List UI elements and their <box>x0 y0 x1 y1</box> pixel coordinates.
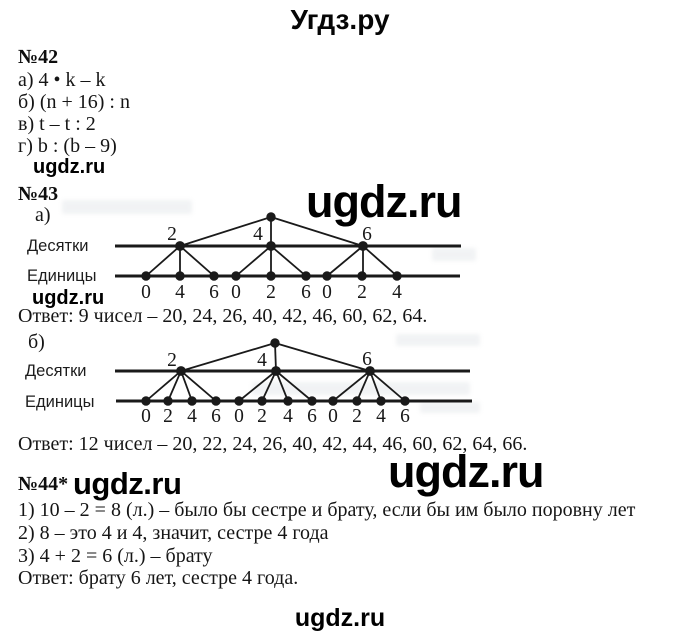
unit-digit-b-8: 0 <box>328 406 338 427</box>
unit-digit-b-11: 6 <box>400 406 410 427</box>
unit-digit-b-3: 6 <box>211 406 221 427</box>
task42-item-a: а) 4 • k – k <box>18 69 106 91</box>
tens-axis-label-a: Десятки <box>27 237 89 255</box>
unit-digit-a-1: 4 <box>175 282 185 303</box>
tens-digit-a-1: 4 <box>253 224 263 245</box>
unit-digit-a-2: 6 <box>209 282 219 303</box>
answer-a: Ответ: 9 чисел – 20, 24, 26, 40, 42, 46,… <box>18 305 428 327</box>
unit-digit-a-6: 0 <box>322 282 332 303</box>
tens-digit-b-2: 6 <box>362 349 372 370</box>
tens-digit-b-1: 4 <box>257 350 267 371</box>
unit-digit-b-2: 4 <box>187 406 197 427</box>
task44-line-0: 1) 10 – 2 = 8 (л.) – было бы сестре и бр… <box>18 499 636 521</box>
watermark-small-1: ugdz.ru <box>33 156 106 178</box>
page-footer-watermark: ugdz.ru <box>294 604 386 632</box>
unit-digit-b-6: 4 <box>283 406 293 427</box>
tens-axis-label-b: Десятки <box>25 362 87 380</box>
unit-digit-a-7: 2 <box>357 282 367 303</box>
task42-item-v: в) t – t : 2 <box>18 113 96 135</box>
task44-number: №44* <box>18 473 69 495</box>
tens-digit-a-0: 2 <box>167 224 177 245</box>
unit-digit-b-1: 2 <box>163 406 173 427</box>
bleed-smudge <box>432 248 476 261</box>
unit-digit-b-9: 2 <box>352 406 362 427</box>
answer-b: Ответ: 12 чисел – 20, 22, 24, 26, 40, 42… <box>18 433 528 455</box>
bleed-smudge <box>420 402 480 413</box>
unit-digit-a-0: 0 <box>141 282 151 303</box>
units-axis-label-b: Единицы <box>25 393 95 411</box>
task43-number: №43 <box>18 183 59 205</box>
task44-line-1: 2) 8 – это 4 и 4, значит, сестре 4 года <box>18 522 329 544</box>
tree-diagram-a <box>115 212 461 281</box>
unit-digit-a-5: 6 <box>301 282 311 303</box>
bleed-smudge <box>252 382 470 395</box>
unit-digit-b-0: 0 <box>141 406 151 427</box>
task42-item-g: г) b : (b – 9) <box>18 135 117 157</box>
units-axis-label-a: Единицы <box>27 267 97 285</box>
part-a-label: а) <box>35 204 51 226</box>
unit-digit-a-8: 4 <box>392 282 402 303</box>
task42-item-b: б) (n + 16) : n <box>18 91 130 113</box>
unit-digit-b-7: 6 <box>307 406 317 427</box>
part-b-label: б) <box>28 331 45 353</box>
bleed-smudge <box>396 334 480 346</box>
watermark-big-1: ugdz.ru <box>306 176 462 227</box>
tens-digit-a-2: 6 <box>362 224 372 245</box>
watermark-mid-44: ugdz.ru <box>73 466 182 501</box>
unit-digit-b-10: 4 <box>376 406 386 427</box>
watermark-small-2: ugdz.ru <box>32 287 105 309</box>
unit-digit-a-4: 2 <box>266 282 276 303</box>
unit-digit-b-4: 0 <box>234 406 244 427</box>
task44-answer: Ответ: брату 6 лет, сестре 4 года. <box>18 567 299 589</box>
bleed-smudge <box>62 200 192 214</box>
task44-line-2: 3) 4 + 2 = 6 (л.) – брату <box>18 545 213 567</box>
unit-digit-b-5: 2 <box>257 406 267 427</box>
unit-digit-a-3: 0 <box>231 282 241 303</box>
tens-digit-b-0: 2 <box>167 350 177 371</box>
site-title: Угдз.ру <box>290 4 390 35</box>
tree-diagram-b <box>115 338 472 406</box>
task42-number: №42 <box>18 46 59 68</box>
watermark-big-2: ugdz.ru <box>388 446 544 497</box>
